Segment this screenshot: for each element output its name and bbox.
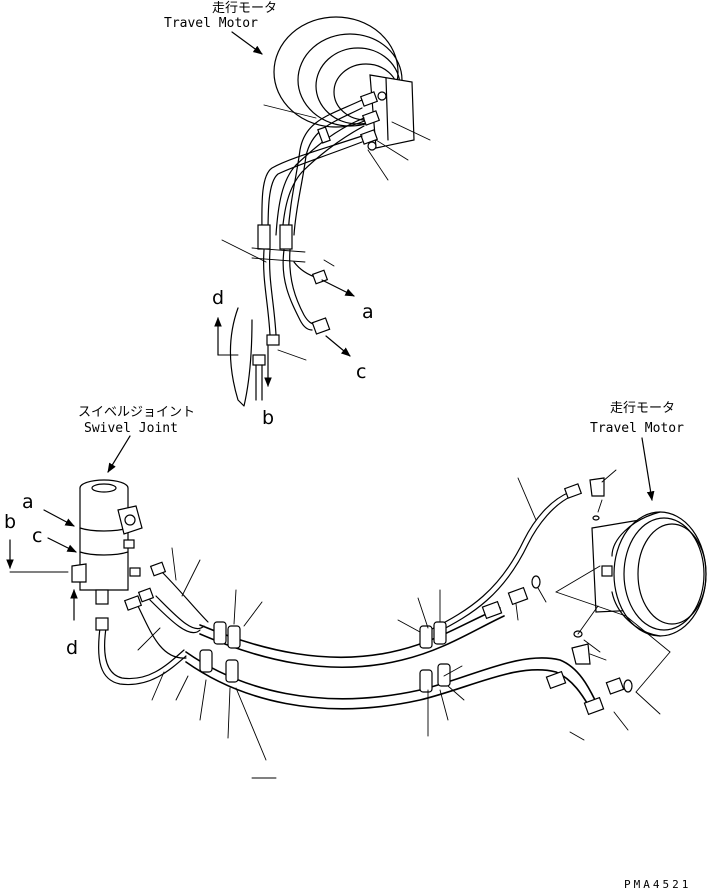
port-letter-d-swivel: d xyxy=(66,637,78,659)
lower-leader-lines xyxy=(137,469,661,779)
swivel-joint-label-jp: スイベルジョイント xyxy=(78,405,195,420)
port-letter-d-top: d xyxy=(212,287,224,309)
port-letter-a-swivel: a xyxy=(22,491,34,513)
top-port-arrows xyxy=(214,279,355,387)
travel-motor-top xyxy=(273,16,415,151)
port-letter-c-swivel: c xyxy=(32,525,42,547)
port-letter-b-top: b xyxy=(262,407,274,429)
travel-motor-top-label-en: Travel Motor xyxy=(164,16,258,31)
swivel-joint-label-en: Swivel Joint xyxy=(84,421,178,436)
drawing-code: PMA4521 xyxy=(624,878,691,891)
swivel-joint xyxy=(71,479,143,605)
top-hoses xyxy=(229,99,365,407)
port-letter-b-swivel: b xyxy=(4,511,16,533)
port-letter-c-top: c xyxy=(356,361,366,383)
travel-motor-right-label-jp: 走行モータ xyxy=(610,401,675,416)
top-leader-lines xyxy=(221,104,431,361)
swivel-port-arrows xyxy=(6,509,78,621)
travel-motor-right xyxy=(555,511,707,693)
travel-motor-top-label-jp: 走行モータ xyxy=(212,1,277,16)
lower-hoses xyxy=(95,477,633,716)
port-letter-a-top: a xyxy=(362,301,374,323)
travel-motor-right-label-en: Travel Motor xyxy=(590,421,684,436)
